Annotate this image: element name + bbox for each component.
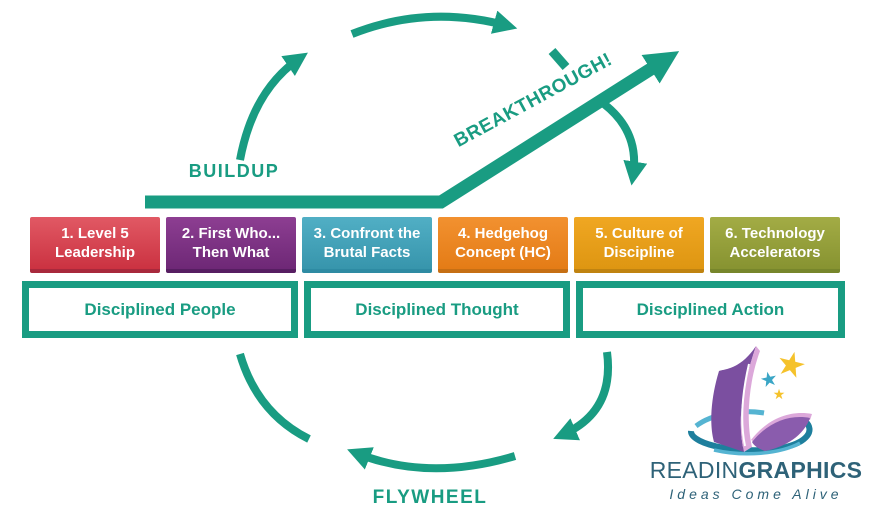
arc-top <box>350 10 518 38</box>
stage-label-line2: Brutal Facts <box>323 244 411 261</box>
star-icon: ★ <box>773 386 786 402</box>
logo-book-page-line <box>741 363 750 447</box>
stage-label-line2: Leadership <box>54 244 136 261</box>
stage-label-line2: Discipline <box>603 244 675 261</box>
group-label: Disciplined Action <box>636 299 785 319</box>
stage-label-line1: 1. Level 5 <box>61 225 129 242</box>
stage-label-line2: Accelerators <box>729 244 821 261</box>
arc-right <box>601 100 648 186</box>
logo-book-graphic: ★ ★ ★ <box>688 343 813 456</box>
stage-label-line1: 6. Technology <box>725 225 825 242</box>
stage-label-line1: 2. First Who... <box>181 225 281 242</box>
arc-lower-right <box>553 351 612 441</box>
group-label: Disciplined Thought <box>355 299 519 319</box>
group-box-disciplined-thought: Disciplined Thought <box>304 281 570 338</box>
breakthrough-arrow <box>145 51 680 209</box>
star-icon: ★ <box>758 367 780 392</box>
readinggraphics-logo: ★ ★ ★ READINGRAPHICS Ideas Come Alive <box>648 342 864 502</box>
stage-label-line1: 4. Hedgehog <box>457 225 548 242</box>
stage-box-culture-of-discipline: 5. Culture of Discipline <box>574 217 704 273</box>
stage-label-line2: Then What <box>192 244 270 261</box>
logo-book-page-edge <box>740 346 760 452</box>
arc-lower-left <box>236 352 311 443</box>
arc-bottom <box>347 447 517 473</box>
stage-row: 1. Level 5 Leadership 2. First Who... Th… <box>30 217 840 273</box>
logo-tagline: Ideas Come Alive <box>669 486 843 502</box>
logo-swirl-dark <box>688 418 813 454</box>
stage-box-hedgehog-concept: 4. Hedgehog Concept (HC) <box>438 217 568 273</box>
logo-brand-reading: READIN <box>649 457 739 483</box>
stage-label-line1: 5. Culture of <box>595 225 683 242</box>
logo-swirl-accent <box>713 441 801 456</box>
logo-brand-graphics: GRAPHICS <box>738 457 863 483</box>
logo-book-right-page <box>752 417 810 451</box>
stage-box-first-who-then-what: 2. First Who... Then What <box>166 217 296 273</box>
arc-upper-left <box>236 52 308 161</box>
stage-label-line1: 3. Confront the <box>313 225 421 242</box>
group-box-disciplined-people: Disciplined People <box>22 281 298 338</box>
group-box-disciplined-action: Disciplined Action <box>576 281 845 338</box>
flywheel-label: FLYWHEEL <box>372 487 488 508</box>
stage-box-level-5-leadership: 1. Level 5 Leadership <box>30 217 160 273</box>
logo-brand-text: READINGRAPHICS <box>648 457 864 484</box>
stage-label-line2: Concept (HC) <box>455 244 551 261</box>
group-label: Disciplined People <box>84 299 236 319</box>
stage-box-confront-brutal-facts: 3. Confront the Brutal Facts <box>302 217 432 273</box>
arc-dash-upper-right <box>548 48 570 70</box>
stage-box-technology-accelerators: 6. Technology Accelerators <box>710 217 840 273</box>
logo-book-left-page <box>711 346 756 452</box>
buildup-label: BUILDUP <box>188 161 280 181</box>
